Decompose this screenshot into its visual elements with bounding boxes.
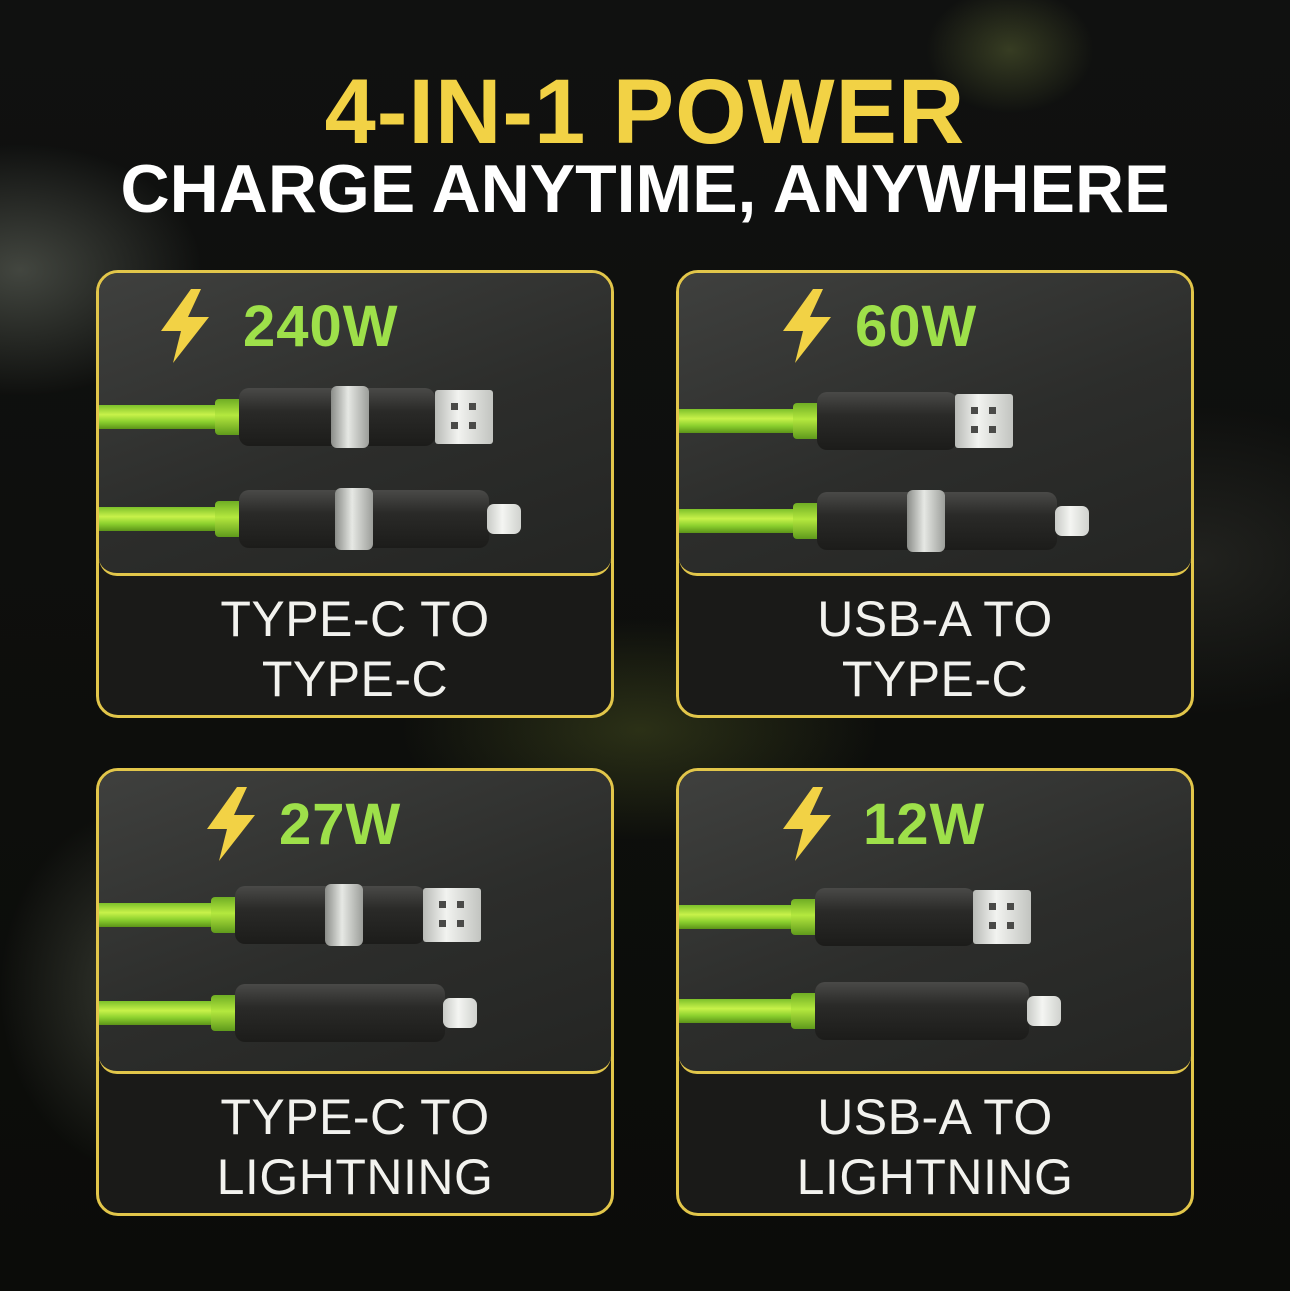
- wattage-badge: 27W: [203, 787, 401, 861]
- card-usb-a-to-lightning: 12W USB-A TO LIGHTNING: [676, 768, 1194, 1216]
- cable-ferrule: [215, 399, 243, 435]
- lightning-bolt-icon: [207, 787, 255, 861]
- card-usb-a-to-type-c: 60W USB-A TO TYPE-C: [676, 270, 1194, 718]
- card-type-c-to-lightning: 27W TYPE-C TO LIGHTNING: [96, 768, 614, 1216]
- product-photo-panel: 27W: [99, 771, 611, 1074]
- headline-title: 4-IN-1 POWER: [324, 61, 966, 163]
- product-photo-panel: 60W: [679, 273, 1191, 576]
- cable: [679, 905, 799, 929]
- lightning-connector-icon: [1055, 506, 1089, 536]
- card-type-c-to-type-c: 240W TYPE-C TO TYPE-C: [96, 270, 614, 718]
- lightning-bolt-icon: [161, 289, 209, 363]
- cable-ferrule: [791, 899, 819, 935]
- headline-subtitle: CHARGE ANYTIME, ANYWHERE: [120, 151, 1170, 227]
- usb-c-band-icon: [907, 490, 945, 552]
- cable: [99, 507, 219, 531]
- usb-c-band-icon: [331, 386, 369, 448]
- connector-body: [815, 982, 1029, 1040]
- cable: [679, 409, 799, 433]
- usb-a-connector-icon: [435, 390, 493, 444]
- usb-c-band-icon: [325, 884, 363, 946]
- connector-body: [815, 888, 975, 946]
- lightning-bolt-icon: [783, 787, 831, 861]
- wattage-value: 60W: [855, 293, 978, 359]
- wattage-value: 27W: [279, 791, 402, 857]
- lightning-connector-icon: [1027, 996, 1061, 1026]
- product-photo-panel: 12W: [679, 771, 1191, 1074]
- connector-body: [817, 392, 957, 450]
- cable-ferrule: [793, 503, 821, 539]
- usb-a-connector-icon: [973, 890, 1031, 944]
- usb-a-connector-icon: [423, 888, 481, 942]
- lightning-bolt-icon: [783, 289, 831, 363]
- cable-ferrule: [215, 501, 243, 537]
- cable-type-label: TYPE-C TO TYPE-C: [220, 591, 490, 707]
- lightning-connector-icon: [443, 998, 477, 1028]
- cable-ferrule: [793, 403, 821, 439]
- cable-type-label: TYPE-C TO LIGHTNING: [216, 1089, 494, 1205]
- cable-type-label: USB-A TO LIGHTNING: [796, 1089, 1074, 1205]
- cable: [99, 405, 219, 429]
- cable: [679, 999, 799, 1023]
- wattage-value: 12W: [863, 791, 986, 857]
- wattage-badge: 12W: [779, 787, 985, 861]
- cable: [99, 903, 219, 927]
- wattage-badge: 240W: [157, 289, 399, 363]
- cable-type-label: USB-A TO TYPE-C: [817, 591, 1053, 707]
- wattage-value: 240W: [243, 293, 399, 359]
- cable-ferrule: [791, 993, 819, 1029]
- cable: [679, 509, 799, 533]
- lightning-connector-icon: [487, 504, 521, 534]
- usb-c-band-icon: [335, 488, 373, 550]
- usb-a-connector-icon: [955, 394, 1013, 448]
- product-photo-panel: 240W: [99, 273, 611, 576]
- cable-ferrule: [211, 897, 239, 933]
- wattage-badge: 60W: [779, 289, 977, 363]
- cable: [99, 1001, 219, 1025]
- cable-ferrule: [211, 995, 239, 1031]
- connector-body: [235, 984, 445, 1042]
